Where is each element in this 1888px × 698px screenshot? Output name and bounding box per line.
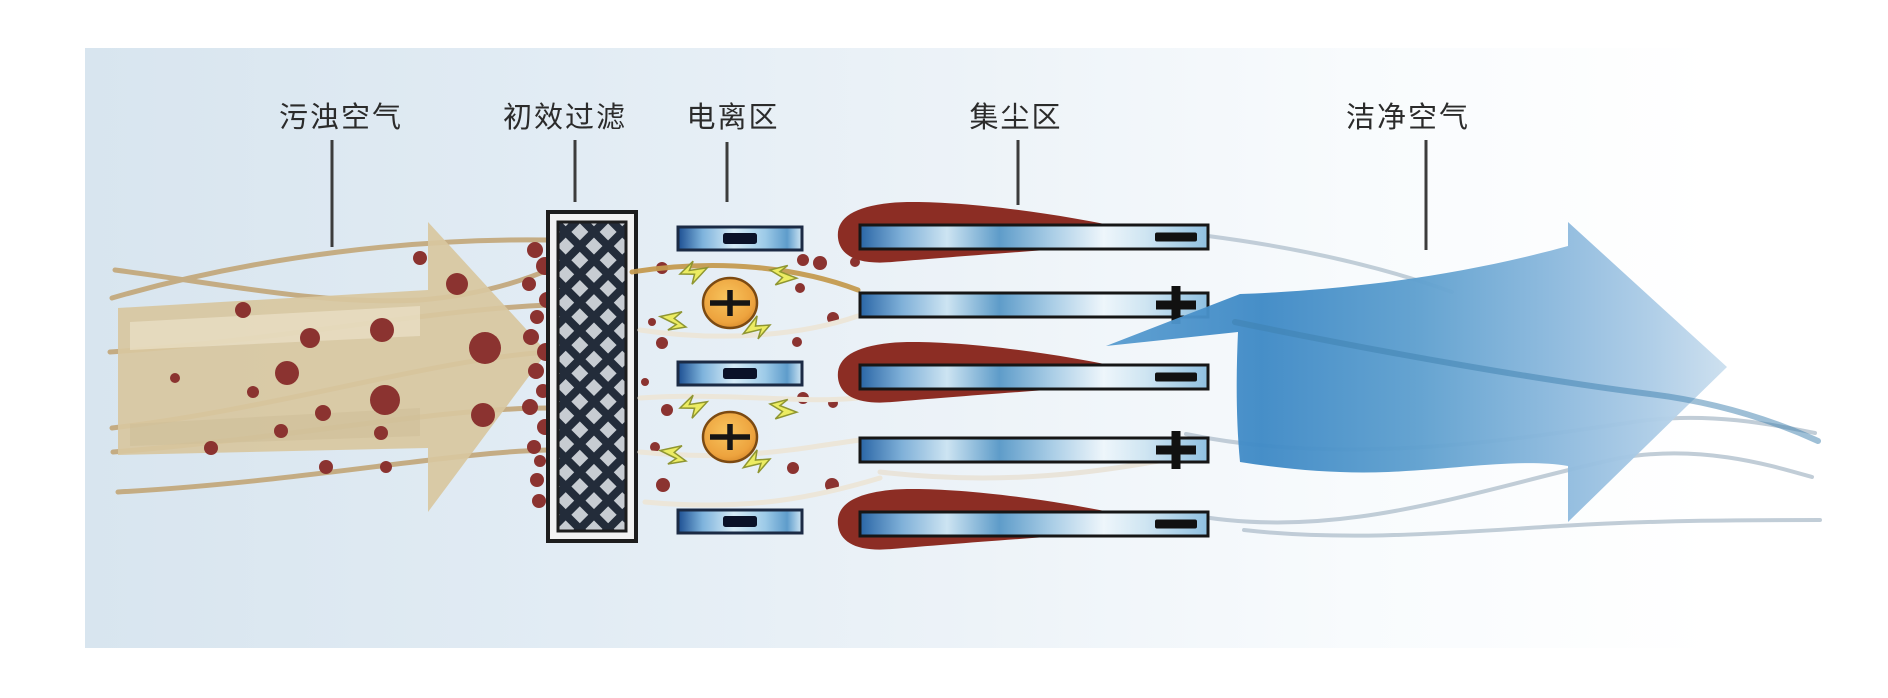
clean-air-arrow-streak — [1232, 319, 1821, 444]
lightning-bolt-icon — [657, 444, 688, 465]
filter-face-particle — [534, 455, 546, 467]
ionized-particle — [656, 478, 670, 492]
dirty-air-arrow-highlight — [130, 306, 420, 350]
filter-face-particle — [530, 473, 544, 487]
inlet-streamline — [115, 447, 551, 495]
collector-plate-negative — [858, 510, 1210, 538]
plate-plus-sign — [1171, 431, 1181, 469]
filter-face-particle — [532, 494, 546, 508]
ionized-particle — [792, 337, 802, 347]
ionized-particle — [650, 442, 660, 452]
inlet-particle — [374, 426, 388, 440]
inlet-particle — [300, 328, 320, 348]
lightning-bolt-icon — [768, 264, 800, 286]
ionized-particle — [661, 404, 673, 416]
inlet-particle — [413, 251, 427, 265]
inlet-particle — [204, 441, 218, 455]
inlet-particle — [370, 385, 400, 415]
filter-mesh — [556, 220, 628, 533]
lightning-bolt-icon — [678, 260, 710, 285]
inlet-particle — [275, 361, 299, 385]
inlet-particle — [469, 332, 501, 364]
inlet-particle — [446, 273, 468, 295]
lightning-bolt-icon — [657, 310, 688, 331]
dust-collection-zone — [837, 202, 1210, 550]
lightning-bolt-icon — [768, 398, 800, 420]
plate-minus-sign — [1155, 519, 1197, 529]
plate-minus-sign — [1155, 372, 1197, 382]
inlet-particle — [274, 424, 288, 438]
mid-streamline — [642, 475, 883, 508]
ionization-zone — [657, 225, 804, 535]
stage-labels: 污浊空气 初效过滤 电离区 集尘区 洁净空气 — [279, 101, 1470, 250]
collector-plate-negative — [858, 223, 1210, 251]
filter-face-particle — [527, 440, 541, 454]
inlet-particle — [170, 373, 180, 383]
label-dust-collection: 集尘区 — [969, 101, 1062, 134]
ionizer-electrode-minus-sign — [723, 233, 757, 244]
label-dirty-air: 污浊空气 — [279, 101, 403, 134]
dirty-air-arrow — [118, 222, 547, 512]
mid-streamline — [637, 313, 861, 339]
label-ionization-zone: 电离区 — [686, 101, 779, 134]
inlet-particle — [380, 461, 392, 473]
dirty-air-arrow-shade — [130, 408, 420, 446]
inlet-particle — [319, 460, 333, 474]
ionized-particle — [641, 378, 649, 386]
mid-streamline — [637, 393, 861, 403]
filter-face-particle — [528, 363, 544, 379]
ionized-particle — [656, 337, 668, 349]
lightning-bolt-icon — [678, 394, 710, 419]
collector-plate-negative — [858, 363, 1210, 391]
lightning-bolt-icon — [741, 449, 772, 474]
label-pre-filter: 初效过滤 — [503, 101, 627, 134]
mid-streamline-olive — [629, 263, 861, 293]
ionized-particle — [795, 283, 805, 293]
ionized-particle — [648, 318, 656, 326]
inlet-particle — [247, 386, 259, 398]
inlet-particle — [315, 405, 331, 421]
clean-air-arrow-body — [1106, 222, 1727, 522]
inlet-particle — [471, 403, 495, 427]
filter-face-particle — [530, 310, 544, 324]
filter-face-particle — [522, 277, 536, 291]
plate-minus-sign — [1155, 232, 1197, 242]
pre-filter — [546, 210, 638, 543]
collector-plate-positive — [858, 436, 1210, 464]
ionized-particle — [797, 254, 809, 266]
lightning-bolt-icon — [741, 315, 772, 340]
plate-plus-sign — [1171, 286, 1181, 324]
exit-streamline — [1242, 518, 1822, 538]
label-clean-air: 洁净空气 — [1346, 101, 1470, 134]
clean-air-arrow — [1106, 222, 1821, 522]
ionizer-electrode-minus-sign — [723, 516, 757, 527]
inlet-particle — [370, 318, 394, 342]
ionized-particle — [787, 462, 799, 474]
filter-face-particle — [522, 399, 538, 415]
inlet-streamline — [109, 237, 551, 301]
collector-plate-positive — [858, 291, 1210, 319]
filter-face-particle — [527, 242, 543, 258]
ionized-particle — [813, 256, 827, 270]
inlet-particle — [235, 302, 251, 318]
ionizer-electrode-minus-sign — [723, 368, 757, 379]
filter-face-particle — [523, 329, 539, 345]
